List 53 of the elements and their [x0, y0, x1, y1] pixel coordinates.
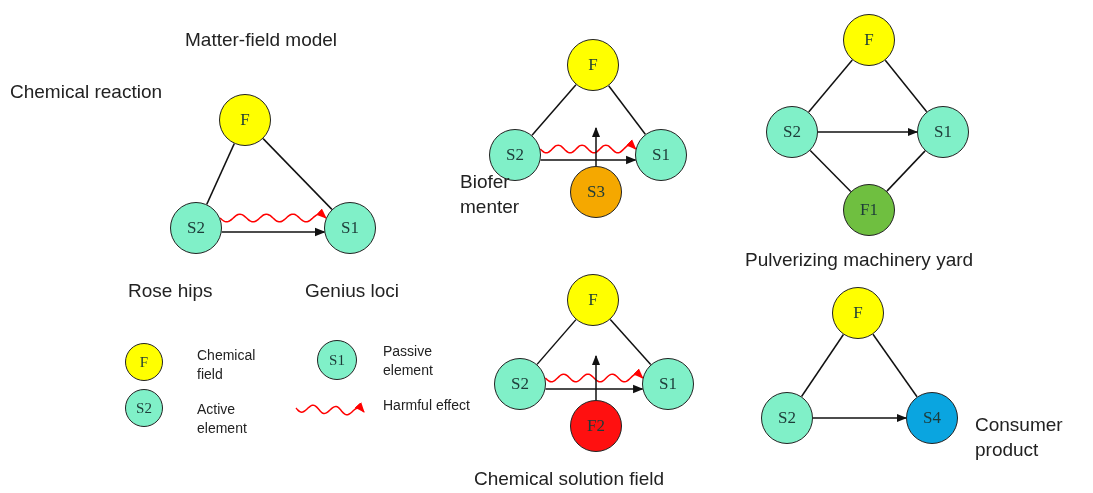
circle-node: S1: [635, 129, 687, 181]
arrow: [220, 227, 326, 237]
wavy-arrow: [544, 368, 644, 383]
diagram-label: Rose hips: [128, 279, 214, 303]
legend-text: Chemical field: [197, 346, 257, 384]
diagram-title: Matter-field model: [185, 28, 338, 52]
circle-node: F2: [570, 400, 622, 452]
legend-text: Harmful effect: [383, 396, 471, 415]
arrow: [817, 127, 919, 137]
circle-node: F: [125, 343, 163, 381]
circle-node: S3: [570, 166, 622, 218]
connector-line: [609, 318, 652, 366]
arrow: [591, 354, 601, 401]
connector-line: [807, 59, 854, 113]
circle-node: F: [567, 39, 619, 91]
circle-node: F: [843, 14, 895, 66]
wavy-arrow: [219, 208, 327, 223]
connector-line: [607, 85, 647, 135]
circle-node: S2: [170, 202, 222, 254]
arrow: [544, 384, 644, 394]
connector-line: [809, 149, 852, 193]
circle-node: F: [219, 94, 271, 146]
diagram-label: Genius loci: [305, 279, 400, 303]
legend-text: Active element: [197, 400, 248, 438]
connector-line: [262, 137, 333, 211]
connector-line: [884, 59, 928, 113]
wavy-arrow: [539, 139, 637, 154]
circle-node: S1: [642, 358, 694, 410]
diagram-label: Consumer product: [975, 413, 1064, 462]
connector-line: [800, 333, 845, 398]
connector-line: [206, 142, 235, 206]
arrow: [539, 155, 637, 165]
legend-text: Passive element: [383, 342, 434, 380]
circle-node: F1: [843, 184, 895, 236]
arrow: [591, 126, 601, 167]
circle-node: S2: [761, 392, 813, 444]
circle-node: S1: [324, 202, 376, 254]
circle-node: S1: [317, 340, 357, 380]
connector-line: [886, 150, 926, 192]
circle-node: S2: [494, 358, 546, 410]
connector-line: [531, 83, 577, 137]
diagram-label: Chemical solution field: [474, 467, 666, 491]
circle-node: F: [832, 287, 884, 339]
circle-node: S2: [766, 106, 818, 158]
circle-node: S1: [917, 106, 969, 158]
diagram-label: Chemical reaction: [10, 80, 164, 104]
diagram-label: Pulverizing machinery yard: [745, 248, 975, 272]
circle-node: F: [567, 274, 619, 326]
arrow: [812, 413, 908, 423]
connector-line: [872, 333, 918, 398]
circle-node: S4: [906, 392, 958, 444]
connector-line: [536, 318, 577, 366]
circle-node: S2: [125, 389, 163, 427]
